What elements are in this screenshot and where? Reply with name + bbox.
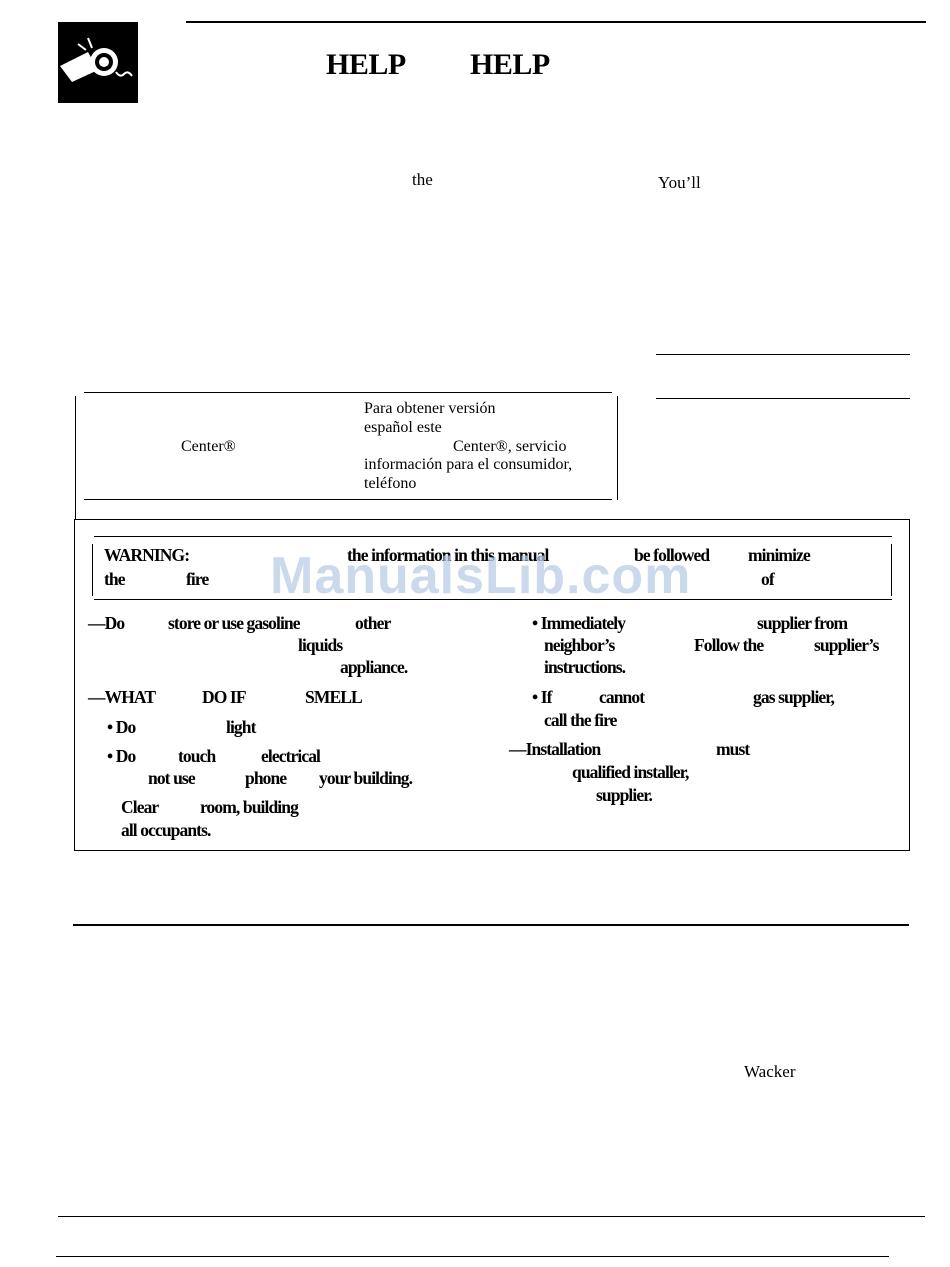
warn-left-l5-b: light: [226, 717, 256, 737]
warning-line1-right-b: minimize: [748, 545, 811, 565]
manualslib-watermark: ManualsLib.com: [270, 547, 692, 605]
intro-word-youll: You’ll: [658, 173, 701, 192]
appliance-light-icon: [58, 22, 138, 103]
spanish-box-line-3: Center®, servicio: [453, 438, 567, 455]
warn-right-r1-b: supplier from: [757, 613, 848, 633]
warn-right-r4-a: • If: [532, 687, 552, 707]
footer-rule-2: [56, 1256, 889, 1257]
section-divider-rule: [73, 924, 909, 926]
warning-header-bottom-rule: [94, 599, 892, 600]
right-rule-1: [656, 354, 910, 355]
warn-left-l7-b: phone: [245, 768, 287, 788]
warn-right-r8: supplier.: [596, 785, 653, 805]
warn-left-l6-a: • Do: [107, 746, 136, 766]
warn-left-l9: all occupants.: [121, 820, 211, 840]
spanish-box-line-2: español este: [364, 419, 442, 436]
warn-right-r5: call the fire: [544, 710, 617, 730]
warn-left-l7-c: your building.: [319, 768, 413, 788]
spanish-box-right-edge: [617, 396, 618, 500]
warn-right-r6-b: must: [716, 739, 750, 759]
warning-header-right-edge: [891, 544, 892, 596]
warn-left-l1-c: other: [355, 613, 391, 633]
spanish-box-top-rule: [84, 392, 612, 393]
warning-line1-mid: the information in this manual: [347, 545, 549, 565]
warn-right-r3: instructions.: [544, 657, 626, 677]
warn-right-r7: qualified installer,: [572, 762, 689, 782]
warn-left-l1-a: —Do: [88, 613, 125, 633]
warning-label: WARNING:: [104, 545, 190, 565]
warn-left-l4-a: —WHAT: [88, 687, 156, 707]
warning-line2-a: the: [104, 569, 126, 589]
spanish-box-line-1: Para obtener versión: [364, 400, 496, 417]
warn-left-l7-a: not use: [148, 768, 196, 788]
spanish-box-line-5: teléfono: [364, 475, 417, 492]
warning-header-top-rule: [94, 536, 892, 537]
warn-left-l2: liquids: [298, 635, 343, 655]
warn-left-l4-b: DO IF: [202, 687, 247, 707]
page-title-help-right: HELP: [470, 48, 550, 81]
warn-left-l5-a: • Do: [107, 717, 136, 737]
warn-right-r1-a: • Immediately: [532, 613, 626, 633]
warning-outer-box: [74, 519, 910, 851]
warn-right-r2-c: supplier’s: [814, 635, 879, 655]
warn-right-r4-b: cannot: [599, 687, 645, 707]
warn-right-r6-a: —Installation: [509, 739, 601, 759]
warning-line2-c: of: [761, 569, 775, 589]
warn-right-r2-b: Follow the: [694, 635, 764, 655]
warn-right-r2-a: neighbor’s: [544, 635, 615, 655]
page-title-help-left: HELP: [326, 48, 406, 81]
warn-left-l4-c: SMELL: [305, 687, 363, 707]
warn-left-l1-b: store or use gasoline: [168, 613, 301, 633]
warn-left-l3: appliance.: [340, 657, 408, 677]
spanish-box-center-left: Center®: [181, 438, 236, 455]
warn-left-l8-a: Clear: [121, 797, 159, 817]
warn-left-l6-c: electrical: [261, 746, 321, 766]
warn-left-l8-b: room, building: [200, 797, 299, 817]
warning-line2-b: fire: [186, 569, 209, 589]
top-rule: [186, 21, 926, 23]
footer-rule-1: [58, 1216, 925, 1217]
right-rule-2: [656, 398, 910, 399]
spanish-box-line-4: información para el consumidor,: [364, 456, 573, 473]
warning-header-left-edge: [92, 544, 93, 596]
spanish-box-left-edge: [75, 396, 76, 520]
wacker-text: Wacker: [744, 1062, 796, 1081]
intro-word-the: the: [412, 170, 433, 189]
spanish-box-bottom-rule: [84, 499, 612, 500]
warn-right-r4-c: gas supplier,: [753, 687, 835, 707]
warning-line1-right-a: be followed: [634, 545, 710, 565]
warn-left-l6-b: touch: [178, 746, 216, 766]
